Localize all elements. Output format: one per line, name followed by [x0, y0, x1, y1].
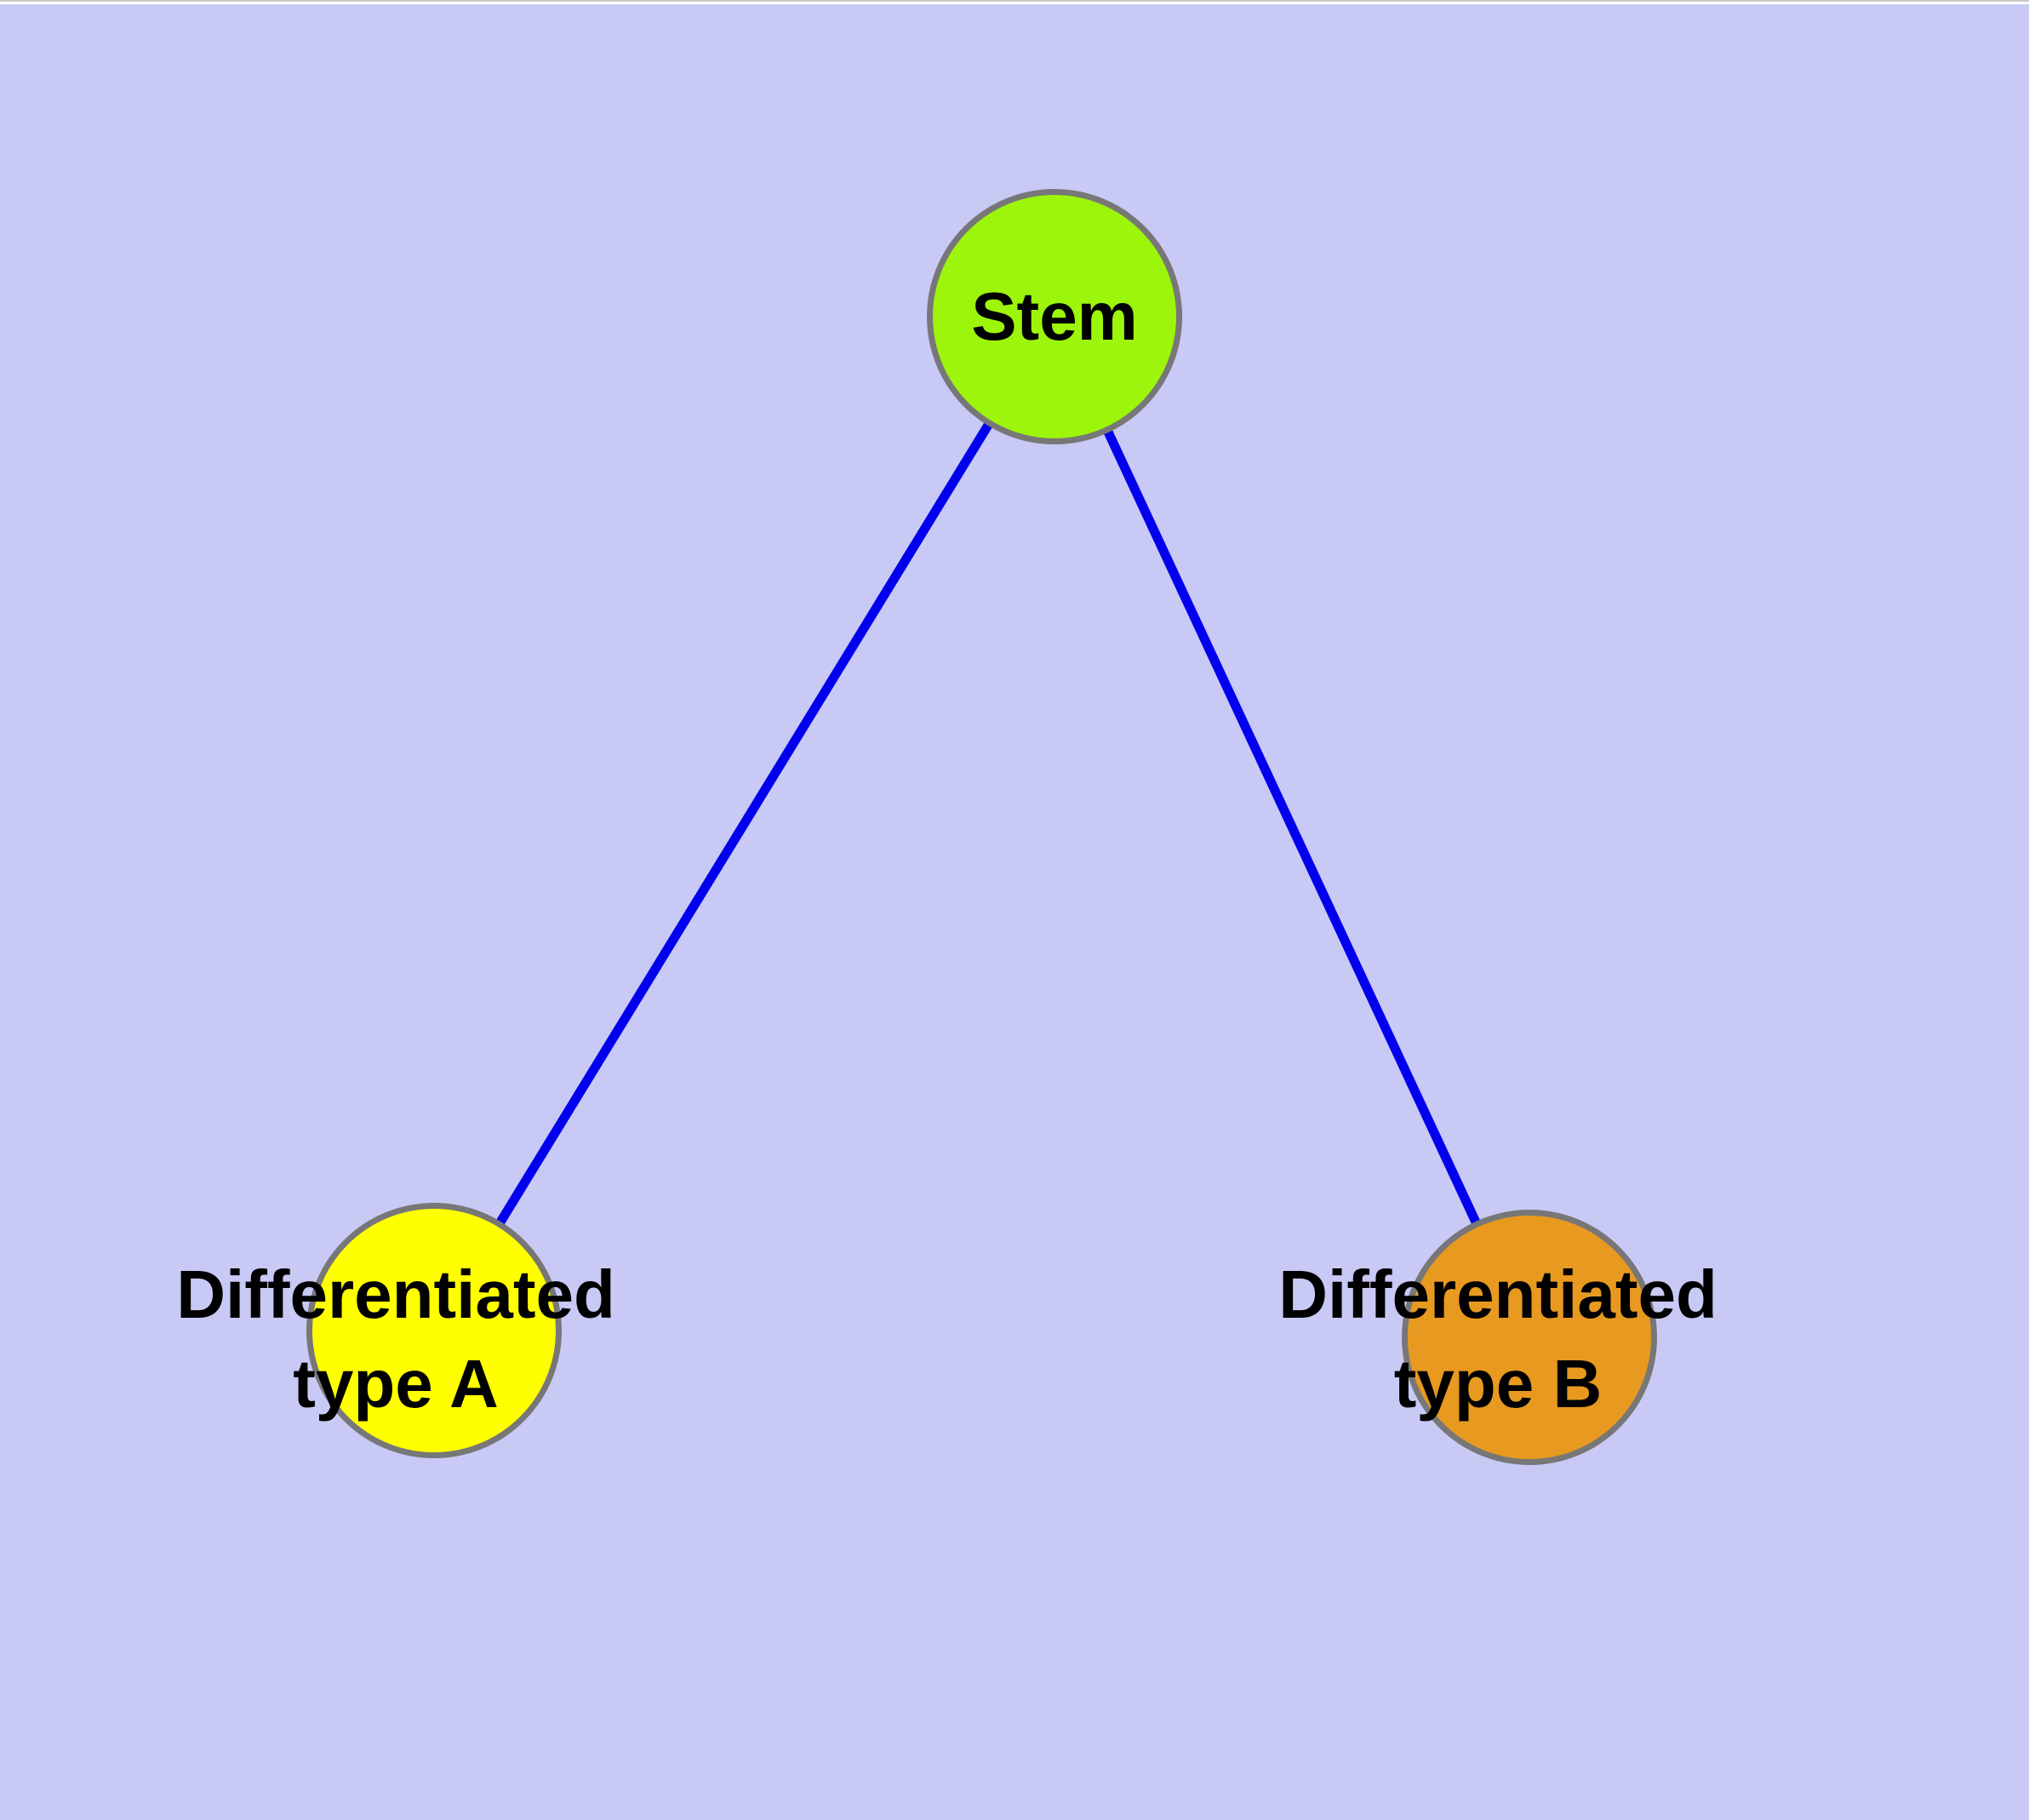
node-differentiated-type-b [1402, 1210, 1657, 1465]
node-stem: Stem [927, 189, 1182, 444]
node-type-a-label: Differentiated type A [176, 1256, 615, 1422]
node-stem-label: Stem [971, 278, 1138, 354]
node-differentiated-type-a [306, 1203, 562, 1458]
node-type-b-label: Differentiated type B [1278, 1256, 1718, 1422]
edge-stem-to-type-a [430, 314, 1059, 1333]
top-edge-strip [0, 0, 2029, 4]
edge-stem-to-type-b [1050, 314, 1534, 1340]
